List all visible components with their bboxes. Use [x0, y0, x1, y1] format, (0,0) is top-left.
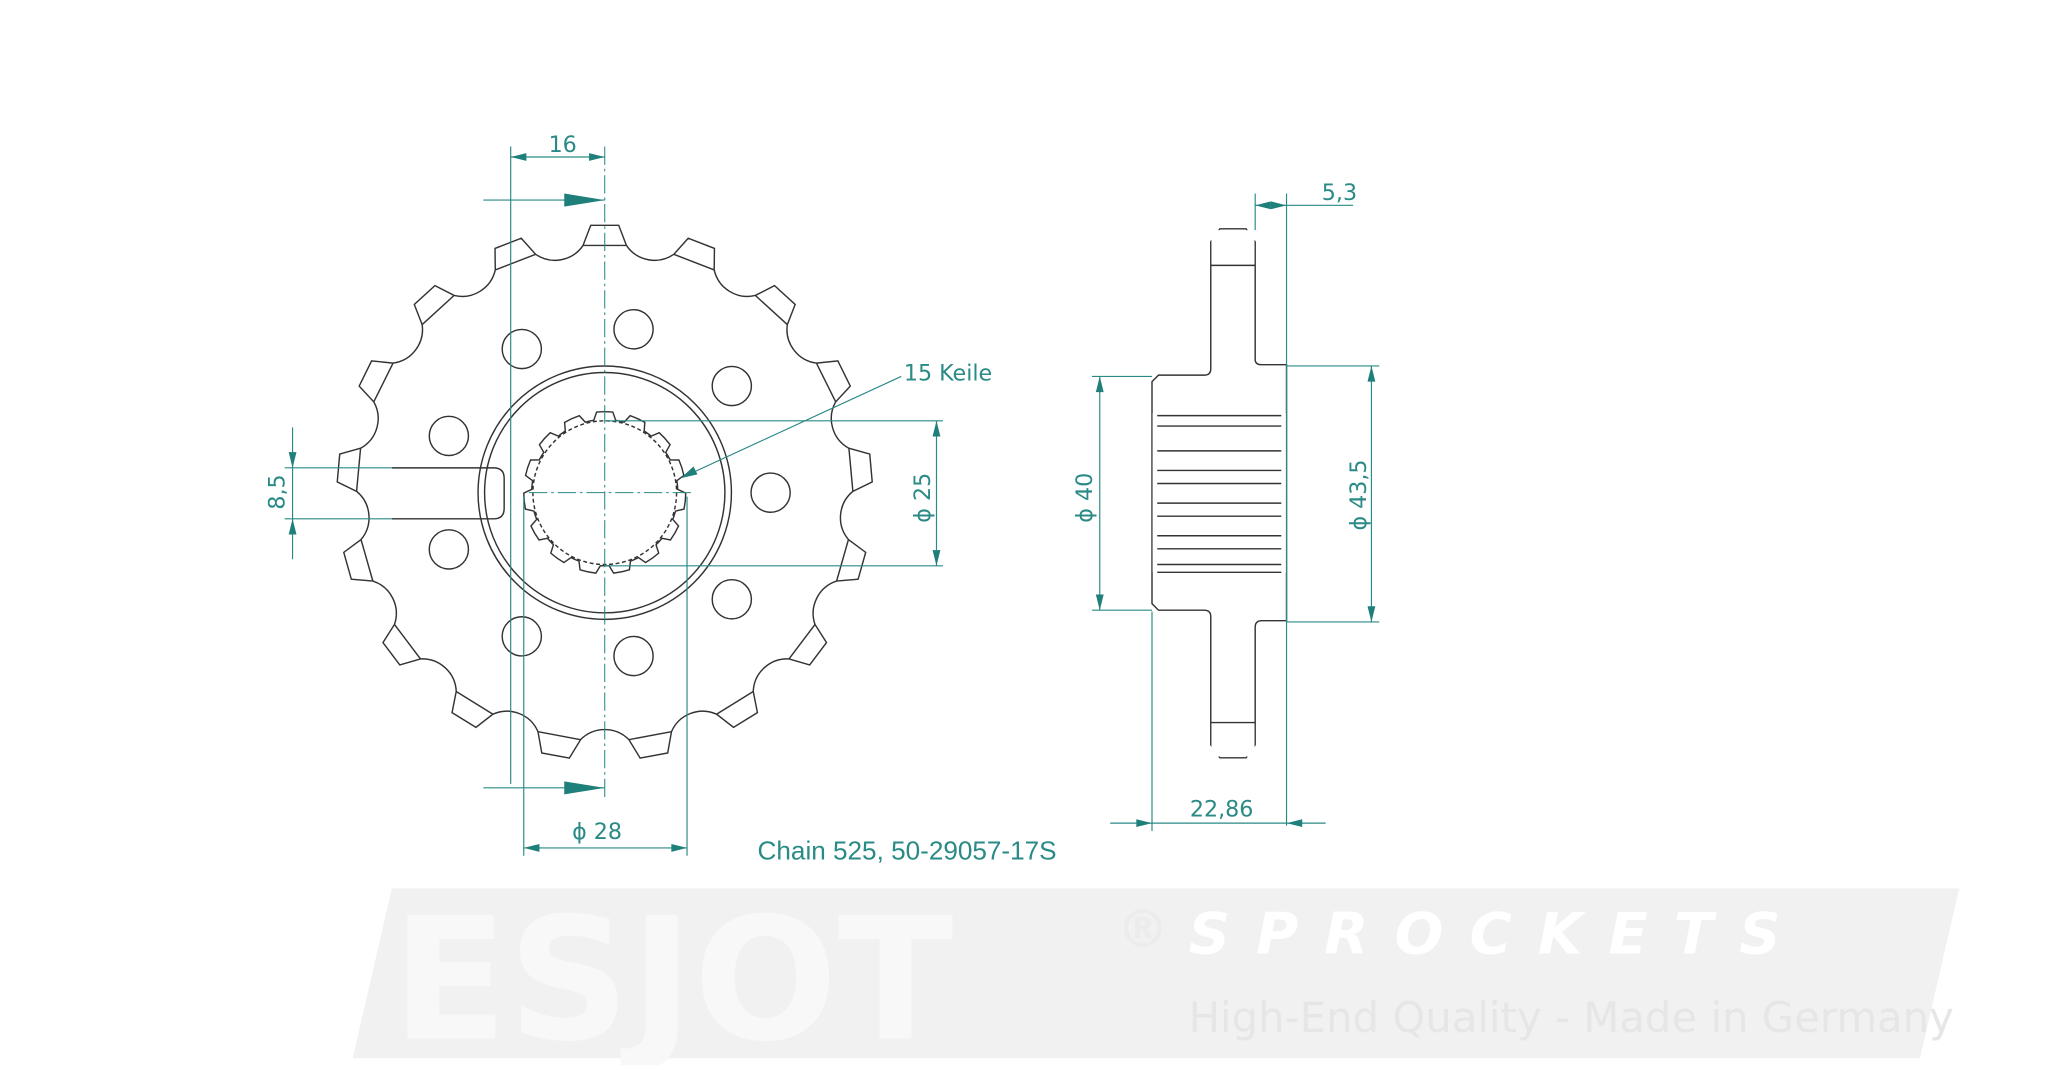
- tooth-tip-line: [393, 623, 422, 660]
- dim-spline-diameter: ϕ 25: [910, 473, 936, 523]
- svg-text:SPROCKETS: SPROCKETS: [1189, 901, 1807, 968]
- dim-hub-width: 22,86: [1190, 797, 1254, 823]
- tooth-tip-line: [788, 623, 816, 660]
- dim-shoulder-diameter: ϕ 43,5: [1346, 459, 1372, 530]
- bolt-hole: [501, 616, 543, 657]
- svg-text:®: ®: [1117, 900, 1169, 960]
- dim-hub-diameter: ϕ 40: [1072, 473, 1098, 523]
- sprocket-outline: [336, 224, 873, 759]
- svg-text:High-End Quality - Made in Ger: High-End Quality - Made in Germany: [1189, 993, 1954, 1042]
- tooth-tip-line: [495, 253, 536, 271]
- svg-text:ESJOT: ESJOT: [392, 882, 954, 1065]
- tooth-tip-line: [848, 448, 854, 492]
- dim-keyway-width: 8,5: [265, 474, 291, 509]
- dim-keyway-offset: 16: [549, 132, 577, 158]
- bolt-hole: [428, 415, 470, 457]
- dim-spline-count: 15 Keile: [904, 360, 992, 386]
- side-profile: [1151, 228, 1288, 759]
- dim-plate-thickness: 5,3: [1322, 180, 1357, 206]
- tooth-tip-line: [754, 294, 788, 326]
- part-title: Chain 525, 50-29057-17S: [758, 836, 1057, 866]
- bolt-hole: [501, 328, 543, 370]
- side-view-dimensions: 5,3 ϕ 40 ϕ 43,5 22,86: [1072, 180, 1380, 831]
- bolt-hole: [428, 529, 470, 570]
- tooth-tip-lines: [355, 244, 854, 741]
- front-view-dimensions: 16 8,5 ϕ 25 15 Keile ϕ 28: [265, 132, 992, 856]
- bolt-hole: [613, 635, 654, 677]
- tooth-tip-line: [373, 362, 394, 403]
- tooth-tip-line: [815, 362, 837, 403]
- tooth-tip-line: [716, 690, 754, 715]
- tooth-tip-line: [360, 539, 374, 582]
- tooth-tip-line: [421, 294, 455, 326]
- keyway-slot: [391, 467, 505, 520]
- bolt-hole: [613, 308, 654, 350]
- tooth-tip-line: [673, 253, 715, 271]
- dim-hub-bore: ϕ 28: [572, 819, 622, 845]
- sprocket-side-view: [1151, 228, 1288, 759]
- bolt-hole: [711, 578, 753, 620]
- bolt-hole: [711, 365, 753, 407]
- spline-grooves: [1157, 414, 1282, 574]
- tooth-tip-line: [628, 730, 672, 741]
- tooth-tip-line: [835, 539, 850, 582]
- tooth-tip-line: [455, 690, 494, 715]
- sprocket-front-view: [336, 146, 873, 800]
- watermark-logo: ESJOT ® SPROCKETS High-End Quality - Mad…: [352, 882, 1960, 1065]
- bolt-holes: [428, 308, 791, 677]
- tooth-tip-line: [537, 730, 581, 741]
- bolt-hole: [750, 472, 791, 513]
- tooth-tip-line: [355, 448, 362, 492]
